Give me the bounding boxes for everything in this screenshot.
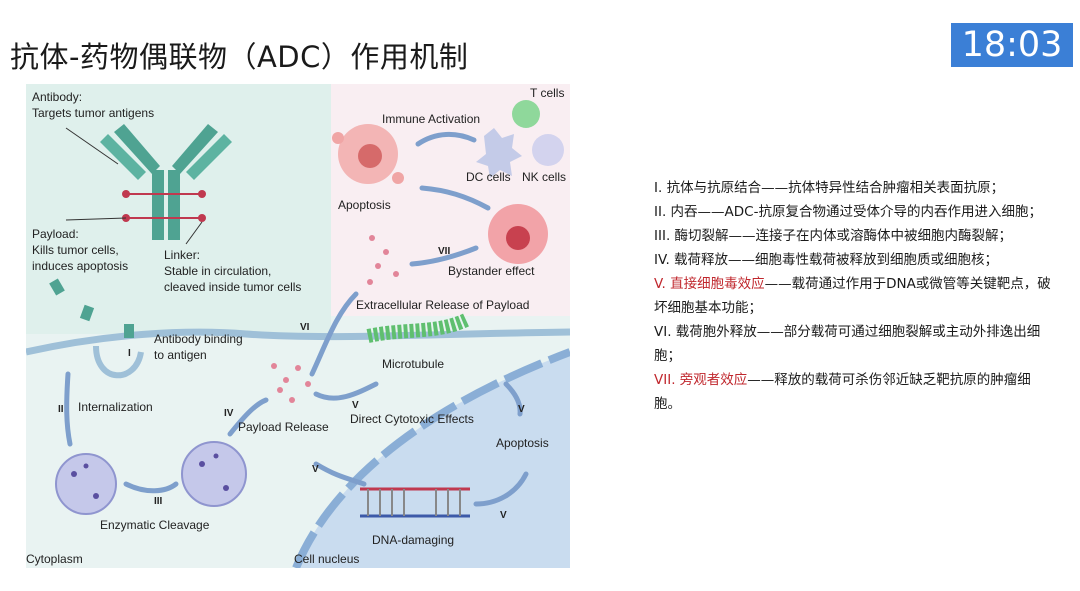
step-1-text: I. 抗体与抗原结合——抗体特异性结合肿瘤相关表面抗原； bbox=[654, 180, 1005, 196]
nk-cell bbox=[532, 134, 564, 166]
immune-activation-label: Immune Activation bbox=[382, 112, 481, 126]
direct-cytotoxic-label: Direct Cytotoxic Effects bbox=[350, 412, 474, 426]
step-5-highlight: V. 直接细胞毒效应 bbox=[654, 276, 765, 292]
apoptosis-top-label: Apoptosis bbox=[338, 198, 391, 212]
step-3-text: III. 酶切裂解——连接子在内体或溶酶体中被细胞内酶裂解； bbox=[654, 228, 1013, 244]
linker-title-label: Linker: bbox=[164, 248, 201, 262]
cell-nucleus-label: Cell nucleus bbox=[294, 552, 360, 566]
cell-membrane bbox=[26, 328, 570, 356]
microtubule-label: Microtubule bbox=[382, 357, 445, 371]
clock-badge: 18:03 bbox=[951, 23, 1073, 67]
process-arrows bbox=[64, 132, 529, 507]
antibody-title-label: Antibody: bbox=[32, 90, 83, 104]
linker-desc1-label: Stable in circulation, bbox=[164, 264, 272, 278]
nk-cells-label: NK cells bbox=[522, 170, 567, 184]
small-adc-icons bbox=[49, 278, 134, 338]
enzymatic-label: Enzymatic Cleavage bbox=[100, 518, 210, 532]
membrane-invagination bbox=[93, 345, 144, 379]
binding2-label: to antigen bbox=[154, 348, 207, 362]
roman-i: I bbox=[128, 348, 131, 359]
roman-v-1: V bbox=[352, 400, 359, 411]
dna-helix bbox=[360, 487, 470, 518]
cell-nucleus-shape bbox=[296, 352, 570, 568]
t-cells-label: T cells bbox=[530, 86, 565, 100]
bystander-label: Bystander effect bbox=[448, 264, 535, 278]
step-6: VI. 载荷胞外释放——部分载荷可通过细胞裂解或主动外排逸出细胞； bbox=[654, 320, 1054, 368]
step-5: V. 直接细胞毒效应——载荷通过作用于DNA或微管等关键靶点，破坏细胞基本功能； bbox=[654, 272, 1054, 320]
roman-vii: VII bbox=[438, 246, 451, 257]
step-4: IV. 载荷释放——细胞毒性载荷被释放到细胞质或细胞核； bbox=[654, 248, 1054, 272]
antibody-structure bbox=[65, 124, 232, 245]
adc-mechanism-diagram: Antibody: Targets tumor antigens Payload… bbox=[26, 84, 570, 568]
payload-particles bbox=[271, 235, 399, 403]
step-1: I. 抗体与抗原结合——抗体特异性结合肿瘤相关表面抗原； bbox=[654, 176, 1054, 200]
step-6-text: VI. 载荷胞外释放——部分载荷可通过细胞裂解或主动外排逸出细胞； bbox=[654, 324, 1041, 364]
dc-cell bbox=[476, 128, 522, 178]
payload-desc2-label: induces apoptosis bbox=[32, 259, 129, 273]
dc-cells-label: DC cells bbox=[466, 170, 511, 184]
step-7: VII. 旁观者效应——释放的载荷可杀伤邻近缺乏靶抗原的肿瘤细胞。 bbox=[654, 368, 1054, 416]
step-4-text: IV. 载荷释放——细胞毒性载荷被释放到细胞质或细胞核； bbox=[654, 252, 999, 268]
dna-damaging-label: DNA-damaging bbox=[372, 533, 455, 547]
payload-desc1-label: Kills tumor cells, bbox=[32, 243, 119, 257]
roman-v-3: V bbox=[518, 404, 525, 415]
roman-vi: VI bbox=[300, 322, 310, 333]
apoptosis-right-label: Apoptosis bbox=[496, 436, 549, 450]
roman-iii: III bbox=[154, 496, 163, 507]
antibody-desc-label: Targets tumor antigens bbox=[32, 106, 155, 120]
endosome-left bbox=[55, 453, 117, 515]
roman-v-2: V bbox=[312, 464, 319, 475]
step-5-text: ——载荷通过作用于DNA或微管等关键靶点，破坏细胞基本功能； bbox=[654, 276, 1051, 316]
roman-v-4: V bbox=[500, 510, 507, 521]
bystander-cell bbox=[488, 204, 548, 264]
step-7-text: ——释放的载荷可杀伤邻近缺乏靶抗原的肿瘤细胞。 bbox=[654, 372, 1031, 412]
step-2: II. 内吞——ADC-抗原复合物通过受体介导的内吞作用进入细胞； bbox=[654, 200, 1054, 224]
apoptosis-cell-top bbox=[332, 124, 404, 184]
binding1-label: Antibody binding bbox=[154, 332, 243, 346]
cytoplasm-label: Cytoplasm bbox=[26, 552, 83, 566]
nuclear-membrane bbox=[292, 348, 570, 568]
extracellular-label: Extracellular Release of Payload bbox=[356, 298, 530, 312]
t-cell bbox=[512, 100, 540, 128]
step-7-highlight: VII. 旁观者效应 bbox=[654, 372, 748, 388]
linker-desc2-label: cleaved inside tumor cells bbox=[164, 280, 302, 294]
payload-release-label: Payload Release bbox=[238, 420, 329, 434]
internalization-label: Internalization bbox=[78, 400, 153, 414]
payload-title-label: Payload: bbox=[32, 227, 79, 241]
roman-iv: IV bbox=[224, 408, 234, 419]
mechanism-steps-list: I. 抗体与抗原结合——抗体特异性结合肿瘤相关表面抗原； II. 内吞——ADC… bbox=[654, 176, 1054, 416]
endosome-contents bbox=[71, 453, 229, 499]
step-3: III. 酶切裂解——连接子在内体或溶酶体中被细胞内酶裂解； bbox=[654, 224, 1054, 248]
page-title: 抗体-药物偶联物（ADC）作用机制 bbox=[10, 40, 469, 74]
endosome-right bbox=[181, 441, 247, 507]
step-2-text: II. 内吞——ADC-抗原复合物通过受体介导的内吞作用进入细胞； bbox=[654, 204, 1042, 220]
diagram-graphics bbox=[26, 84, 570, 568]
roman-ii: II bbox=[58, 404, 64, 415]
